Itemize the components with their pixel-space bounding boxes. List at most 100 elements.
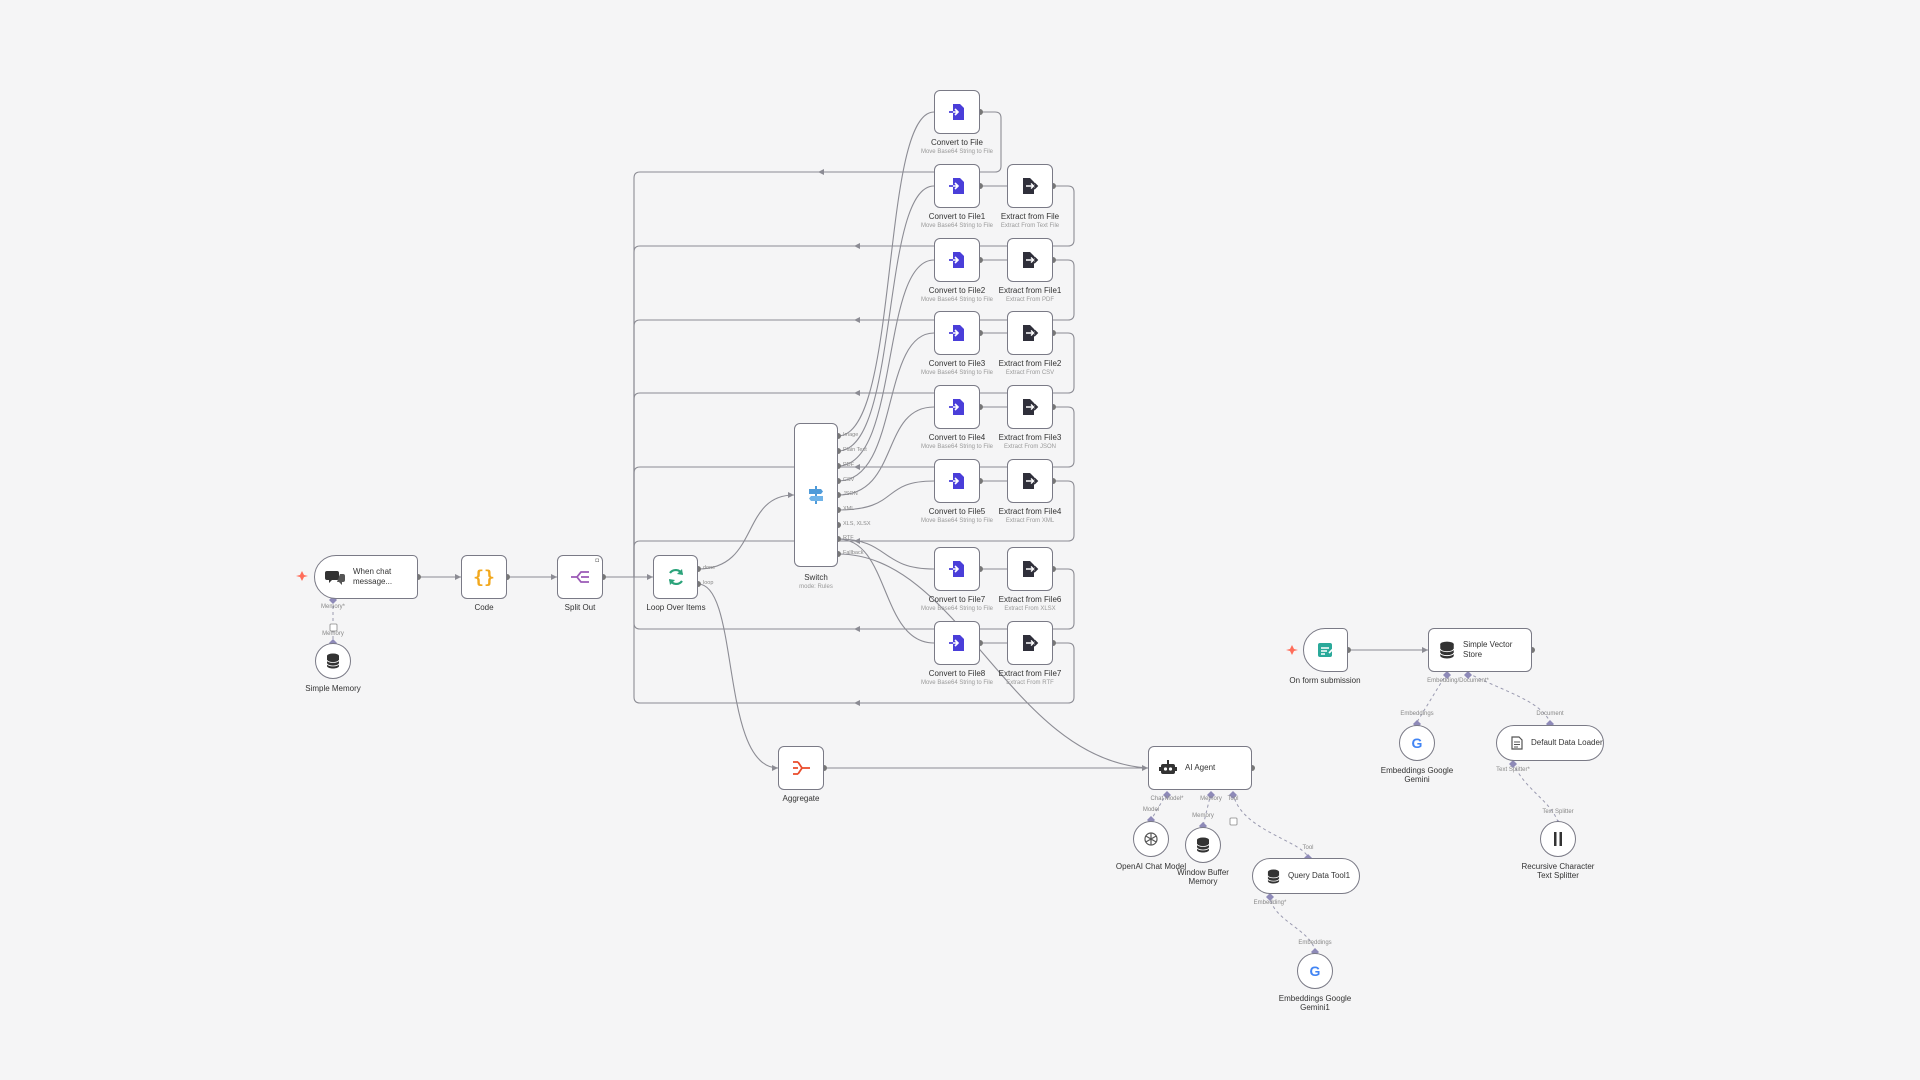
node-extract-label: Extract from File2 xyxy=(998,359,1062,368)
node-convert-sub: Move Base64 String to File xyxy=(920,297,994,303)
port-label-embeddings: Embeddings xyxy=(1298,940,1332,946)
node-ai-agent[interactable]: AI Agent xyxy=(1148,746,1252,790)
node-convert-to-file1[interactable] xyxy=(934,164,980,208)
node-embeddings-google-gemini1[interactable]: G xyxy=(1297,953,1333,989)
node-extract-label: Extract from File4 xyxy=(998,507,1062,516)
node-embeddings-google-gemini[interactable]: G xyxy=(1399,725,1435,761)
node-switch[interactable] xyxy=(794,423,838,567)
node-convert-to-file[interactable] xyxy=(934,90,980,134)
node-label: Query Data Tool1 xyxy=(1288,871,1351,881)
node-openai-chat-model[interactable] xyxy=(1133,821,1169,857)
loop-back-2 xyxy=(633,185,1075,577)
chat-bubbles-icon xyxy=(325,568,345,586)
node-convert-sub: Move Base64 String to File xyxy=(920,680,994,686)
edge-sw-xls xyxy=(837,538,935,570)
node-split-out[interactable]: ◘ xyxy=(557,555,603,599)
node-window-buffer-memory[interactable] xyxy=(1185,827,1221,863)
node-convert-to-file5[interactable] xyxy=(934,459,980,503)
edge-sw-image xyxy=(837,111,935,437)
switch-output: XLS, XLSX xyxy=(843,521,871,527)
loop-back-4 xyxy=(633,332,1075,577)
switch-output: PDF xyxy=(843,462,854,468)
node-convert-label: Convert to File1 xyxy=(928,212,986,221)
node-loop-over-items[interactable] xyxy=(653,555,698,599)
file-arrow-icon xyxy=(948,560,966,578)
node-extract-from-file4[interactable] xyxy=(1007,459,1053,503)
node-label: AI Agent xyxy=(1185,763,1216,773)
node-switch-sub: mode: Rules xyxy=(799,584,833,590)
edge-sw-pdf xyxy=(837,259,935,467)
port-label-memory-req: Memory* xyxy=(320,604,346,610)
node-simple-vector-store[interactable]: Simple Vector Store xyxy=(1428,628,1532,672)
port-label-embedding-req: Embedding* xyxy=(1253,900,1287,906)
node-extract-sub: Extract From RTF xyxy=(1006,680,1054,686)
node-query-data-tool1[interactable]: Query Data Tool1 xyxy=(1252,858,1360,894)
edge-sw-fallback xyxy=(837,553,1149,769)
node-extract-from-file2[interactable] xyxy=(1007,311,1053,355)
node-on-form-submission[interactable] xyxy=(1303,628,1348,672)
node-code[interactable]: {} xyxy=(461,555,507,599)
file-arrow-icon xyxy=(948,634,966,652)
node-extract-from-file[interactable] xyxy=(1007,164,1053,208)
node-recursive-text-splitter[interactable] xyxy=(1540,821,1576,857)
node-extract-sub: Extract From PDF xyxy=(1005,297,1055,303)
edge-sw-plain xyxy=(837,185,935,452)
node-convert-sub: Move Base64 String to File xyxy=(920,149,994,155)
node-extract-from-file1[interactable] xyxy=(1007,238,1053,282)
node-text-splitter-text: Recursive Character Text Splitter xyxy=(1521,862,1595,881)
port-label-memory: Memory xyxy=(322,631,344,637)
node-simple-memory-label: Simple Memory xyxy=(305,684,361,693)
edge-arrows xyxy=(455,169,1428,771)
add-sub-node-buttons[interactable] xyxy=(329,623,1238,826)
node-extract-label: Extract from File xyxy=(1000,212,1060,221)
trigger-spark-icons xyxy=(296,571,1298,655)
database-icon xyxy=(1196,837,1210,853)
sub-connections xyxy=(332,600,1559,953)
node-convert-sub: Move Base64 String to File xyxy=(920,606,994,612)
node-convert-label: Convert to File5 xyxy=(928,507,986,516)
node-emb-gemini-label: Embeddings Google Gemini xyxy=(1377,766,1457,784)
database-icon xyxy=(1439,641,1455,659)
node-convert-to-file8[interactable] xyxy=(934,621,980,665)
node-convert-label: Convert to File xyxy=(930,138,984,147)
node-aggregate[interactable] xyxy=(778,746,824,790)
connections xyxy=(418,111,1428,769)
file-extract-icon xyxy=(1021,251,1039,269)
loop-back-8 xyxy=(633,577,1075,704)
node-emb-gemini-text: Embeddings Google Gemini xyxy=(1380,766,1454,785)
switch-output: Fallback xyxy=(843,550,864,556)
file-extract-icon xyxy=(1021,324,1039,342)
form-icon xyxy=(1317,641,1335,659)
node-extract-from-file3[interactable] xyxy=(1007,385,1053,429)
node-extract-label: Extract from File3 xyxy=(998,433,1062,442)
node-window-memory-label: Window Buffer Memory xyxy=(1173,868,1233,886)
edge-loop-aggregate xyxy=(697,583,779,769)
aggregate-icon xyxy=(791,760,811,776)
openai-icon xyxy=(1143,831,1159,847)
signpost-icon xyxy=(807,485,825,505)
node-extract-sub: Extract From JSON xyxy=(1003,444,1057,450)
node-chat-trigger[interactable]: When chat message... xyxy=(314,555,418,599)
switch-output: JSON xyxy=(843,491,858,497)
switch-output: RTF xyxy=(843,535,854,541)
loop-output-done: done xyxy=(703,565,716,571)
node-extract-from-file6[interactable] xyxy=(1007,547,1053,591)
node-aggregate-label: Aggregate xyxy=(782,794,820,803)
node-default-data-loader[interactable]: Default Data Loader xyxy=(1496,725,1604,761)
node-extract-from-file7[interactable] xyxy=(1007,621,1053,665)
file-extract-icon xyxy=(1021,398,1039,416)
node-simple-memory[interactable] xyxy=(315,643,351,679)
loop-back-1 xyxy=(633,111,1002,578)
node-extract-label: Extract from File7 xyxy=(998,669,1062,678)
node-extract-sub: Extract From CSV xyxy=(1005,370,1055,376)
node-convert-label: Convert to File3 xyxy=(928,359,986,368)
database-icon xyxy=(326,653,340,669)
node-convert-to-file4[interactable] xyxy=(934,385,980,429)
node-loop-label: Loop Over Items xyxy=(646,603,706,612)
file-arrow-icon xyxy=(948,251,966,269)
node-code-label: Code xyxy=(474,603,494,612)
node-convert-to-file2[interactable] xyxy=(934,238,980,282)
node-convert-to-file3[interactable] xyxy=(934,311,980,355)
node-convert-to-file7[interactable] xyxy=(934,547,980,591)
